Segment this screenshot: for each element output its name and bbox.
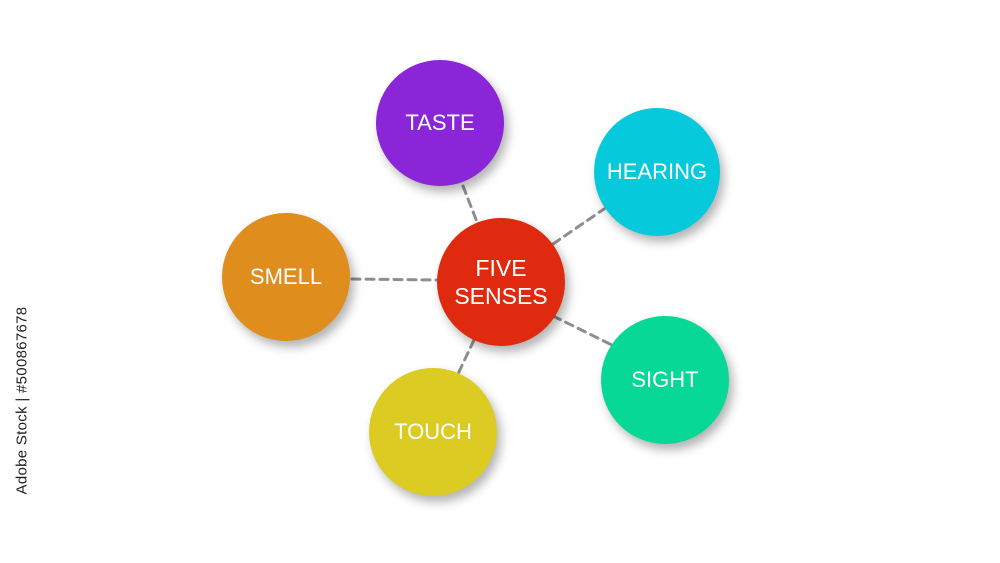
connector-taste bbox=[461, 184, 479, 224]
node-smell: SMELL bbox=[222, 213, 350, 341]
center-label-line1: FIVE bbox=[475, 254, 527, 281]
node-smell-label: SMELL bbox=[249, 263, 323, 289]
node-touch: TOUCH bbox=[369, 368, 497, 496]
center-label: FIVE SENSES bbox=[454, 254, 547, 310]
node-touch-label: TOUCH bbox=[394, 418, 472, 444]
connector-smell bbox=[350, 277, 440, 282]
node-taste: TASTE bbox=[376, 60, 504, 186]
center-node-five-senses: FIVE SENSES bbox=[437, 218, 565, 346]
node-sight: SIGHT bbox=[601, 316, 729, 444]
connector-sight bbox=[551, 314, 618, 349]
node-taste-label: TASTE bbox=[405, 109, 475, 135]
center-label-line2: SENSES bbox=[454, 283, 548, 309]
node-sight-label: SIGHT bbox=[631, 366, 699, 392]
connector-hearing bbox=[551, 207, 606, 246]
stock-watermark: Adobe Stock | #500867678 bbox=[6, 306, 38, 494]
node-hearing: HEARING bbox=[594, 108, 720, 236]
stock-watermark-text: Adobe Stock | #500867678 bbox=[13, 306, 31, 494]
node-hearing-label: HEARING bbox=[606, 158, 708, 184]
connector-touch bbox=[456, 338, 476, 376]
